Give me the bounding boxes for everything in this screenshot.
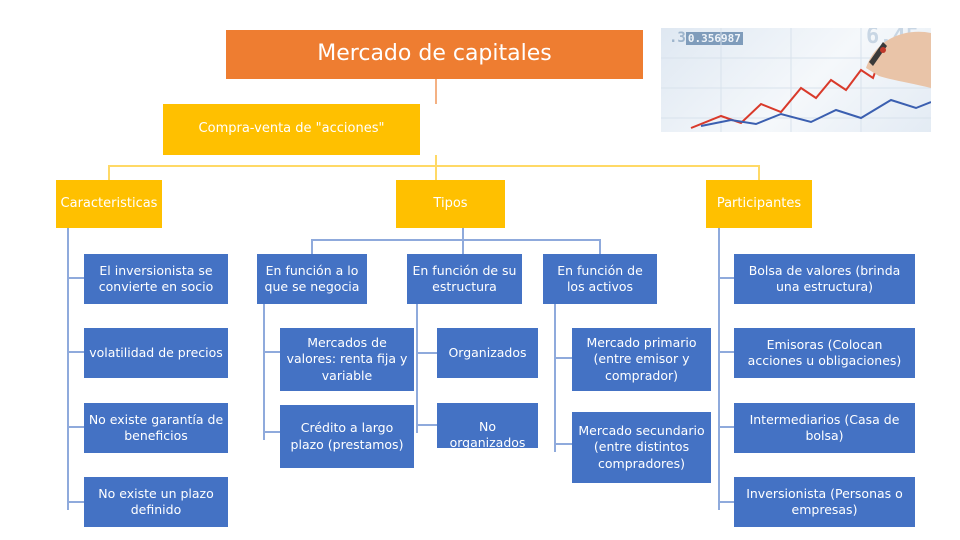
participante-item: Emisoras (Colocan acciones u obligacione… [734, 328, 915, 378]
caracteristica-item: volatilidad de precios [84, 328, 228, 378]
tipo-item-text: No organizados [449, 419, 526, 451]
category-participantes: Participantes [706, 180, 812, 228]
tipo-item-text: Mercado primario (entre emisor y comprad… [586, 335, 697, 383]
tipo-estructura: En función de su estructura [407, 254, 522, 304]
caracteristica-text: No existe un plazo definido [98, 485, 214, 517]
tipo-item-text: Organizados [448, 344, 527, 360]
participante-item: Intermediarios (Casa de bolsa) [734, 403, 915, 453]
participante-text: Intermediarios (Casa de bolsa) [749, 411, 900, 443]
tipo-negocia: En función a lo que se negocia [257, 254, 367, 304]
category-tipos: Tipos [396, 180, 505, 228]
tipo-estructura-item: No organizados [437, 403, 538, 450]
participante-text: Bolsa de valores (brinda una estructura) [748, 262, 901, 294]
category-label: Participantes [716, 195, 802, 211]
caracteristica-text: No existe garantía de beneficios [88, 411, 224, 443]
tipo-estructura-item: Organizados [437, 328, 538, 378]
participante-text: Inversionista (Personas o empresas) [746, 485, 903, 517]
title-box: Mercado de capitales [226, 30, 643, 79]
subtitle-box: Compra-venta de "acciones" [163, 104, 420, 155]
participante-text: Emisoras (Colocan acciones u obligacione… [747, 336, 902, 368]
tipo-item-text: Crédito a largo plazo (prestamos) [290, 420, 404, 452]
caracteristica-text: El inversionista se convierte en socio [98, 262, 214, 294]
participante-item: Inversionista (Personas o empresas) [734, 477, 915, 527]
title-text: Mercado de capitales [317, 41, 552, 67]
participante-item: Bolsa de valores (brinda una estructura) [734, 254, 915, 304]
category-label: Caracteristicas [60, 195, 158, 211]
tipo-negocia-item: Mercados de valores: renta fija y variab… [280, 328, 414, 391]
tipo-activos: En función de los activos [543, 254, 657, 304]
caracteristica-item: No existe un plazo definido [84, 477, 228, 527]
stock-lines-graphic [661, 28, 931, 132]
category-label: Tipos [433, 195, 468, 211]
subtitle-text: Compra-venta de "acciones" [198, 121, 385, 137]
tipo-activos-item: Mercado secundario (entre distintos comp… [572, 412, 711, 483]
caracteristica-item: No existe garantía de beneficios [84, 403, 228, 453]
tipo-negocia-item: Crédito a largo plazo (prestamos) [280, 405, 414, 468]
category-caracteristicas: Caracteristicas [56, 180, 162, 228]
stock-chart-image: .30.356987 6.45 [661, 28, 931, 132]
tipo-activos-item: Mercado primario (entre emisor y comprad… [572, 328, 711, 391]
tipo-label: En función a lo que se negocia [264, 262, 360, 294]
caracteristica-item: El inversionista se convierte en socio [84, 254, 228, 304]
caracteristica-text: volatilidad de precios [89, 344, 223, 360]
tipo-label: En función de los activos [557, 262, 643, 294]
tipo-label: En función de su estructura [412, 262, 517, 294]
tipo-item-text: Mercados de valores: renta fija y variab… [286, 335, 408, 383]
tipo-item-text: Mercado secundario (entre distintos comp… [578, 423, 705, 471]
